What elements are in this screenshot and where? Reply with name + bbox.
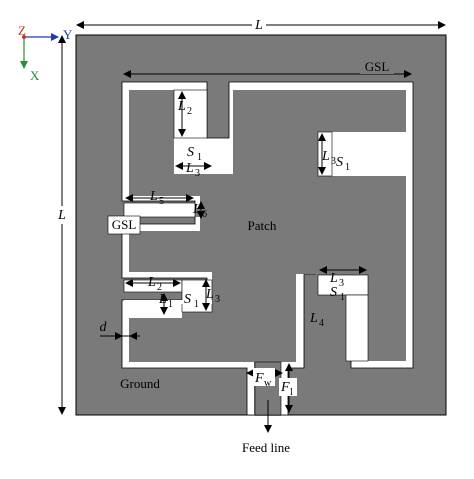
svg-text:1: 1: [194, 299, 199, 310]
l2-top-symbol: L 2: [177, 99, 192, 117]
l5-symbol: L 5: [149, 189, 164, 207]
l6-symbol: L 6: [192, 202, 207, 220]
br-slot-top: [317, 274, 369, 296]
svg-text:2: 2: [157, 282, 162, 293]
svg-text:L: L: [177, 99, 186, 114]
svg-text:l: l: [290, 387, 293, 398]
svg-text:3: 3: [195, 168, 200, 179]
gsl-left-box: [107, 215, 141, 235]
l5-slot: [123, 202, 196, 218]
svg-text:F: F: [280, 380, 290, 395]
l3-br-symbol: L 3: [329, 271, 344, 289]
svg-text:L: L: [205, 287, 214, 302]
l1-symbol: L 1: [158, 292, 173, 310]
s1-top-symbol: S 1: [187, 145, 202, 163]
l3-right-symbol: L 3: [321, 149, 336, 167]
svg-text:S: S: [336, 155, 343, 170]
gsl-left-label: GSL: [112, 217, 137, 232]
s1-right-symbol: S 1: [336, 155, 350, 173]
l2-mid-symbol: L 2: [147, 275, 162, 293]
patch-label: Patch: [248, 218, 277, 233]
dim-l-top-label: L: [254, 18, 263, 33]
svg-text:w: w: [264, 378, 272, 389]
l4-symbol: L 4: [309, 311, 324, 329]
l3-top-symbol: L 3: [185, 161, 200, 179]
svg-text:L: L: [158, 292, 167, 307]
svg-text:3: 3: [331, 156, 336, 167]
d-label: d: [100, 320, 108, 335]
svg-text:S: S: [187, 145, 194, 160]
svg-text:L: L: [149, 189, 158, 204]
svg-text:L: L: [185, 161, 194, 176]
svg-text:S: S: [330, 285, 337, 300]
dim-l-top-bg: [252, 17, 266, 33]
svg-text:F: F: [254, 371, 264, 386]
y-axis-label: Y: [63, 27, 73, 42]
svg-text:1: 1: [197, 152, 202, 163]
br-slot-right: [345, 294, 369, 362]
fl-bg: [279, 378, 297, 396]
z-axis-origin: [22, 35, 26, 39]
svg-text:6: 6: [202, 209, 207, 220]
gsl-top-bg: [360, 60, 394, 74]
s1-mid-symbol: S 1: [184, 292, 199, 310]
svg-text:1: 1: [345, 162, 350, 173]
svg-text:L: L: [329, 271, 338, 286]
svg-text:L: L: [192, 202, 201, 217]
z-axis-label: Z: [18, 23, 26, 38]
patch-region: [129, 90, 406, 416]
x-axis-label: X: [30, 68, 40, 83]
dim-l-left-bg: [55, 206, 69, 224]
svg-text:3: 3: [215, 294, 220, 305]
left-mid-gap: [124, 300, 212, 304]
gsl-top-label: GSL: [365, 59, 390, 74]
svg-text:5: 5: [159, 196, 164, 207]
svg-text:L: L: [147, 275, 156, 290]
svg-text:L: L: [309, 311, 318, 326]
s1-br-symbol: S 1: [330, 285, 345, 303]
fw-bg: [253, 368, 275, 386]
svg-text:3: 3: [339, 278, 344, 289]
svg-text:1: 1: [340, 292, 345, 303]
fw-symbol: F w: [254, 371, 272, 389]
svg-text:2: 2: [187, 106, 192, 117]
svg-text:L: L: [321, 149, 330, 164]
svg-text:1: 1: [168, 299, 173, 310]
dim-l-left-label: L: [57, 208, 66, 223]
l3-mid-symbol: L 3: [205, 287, 220, 305]
svg-text:S: S: [184, 292, 191, 307]
axis-triad: Z Y X: [18, 23, 73, 83]
fl-symbol: F l: [280, 380, 293, 398]
ground-label: Ground: [120, 376, 160, 391]
feed-line-label: Feed line: [242, 440, 290, 455]
svg-text:4: 4: [319, 318, 324, 329]
